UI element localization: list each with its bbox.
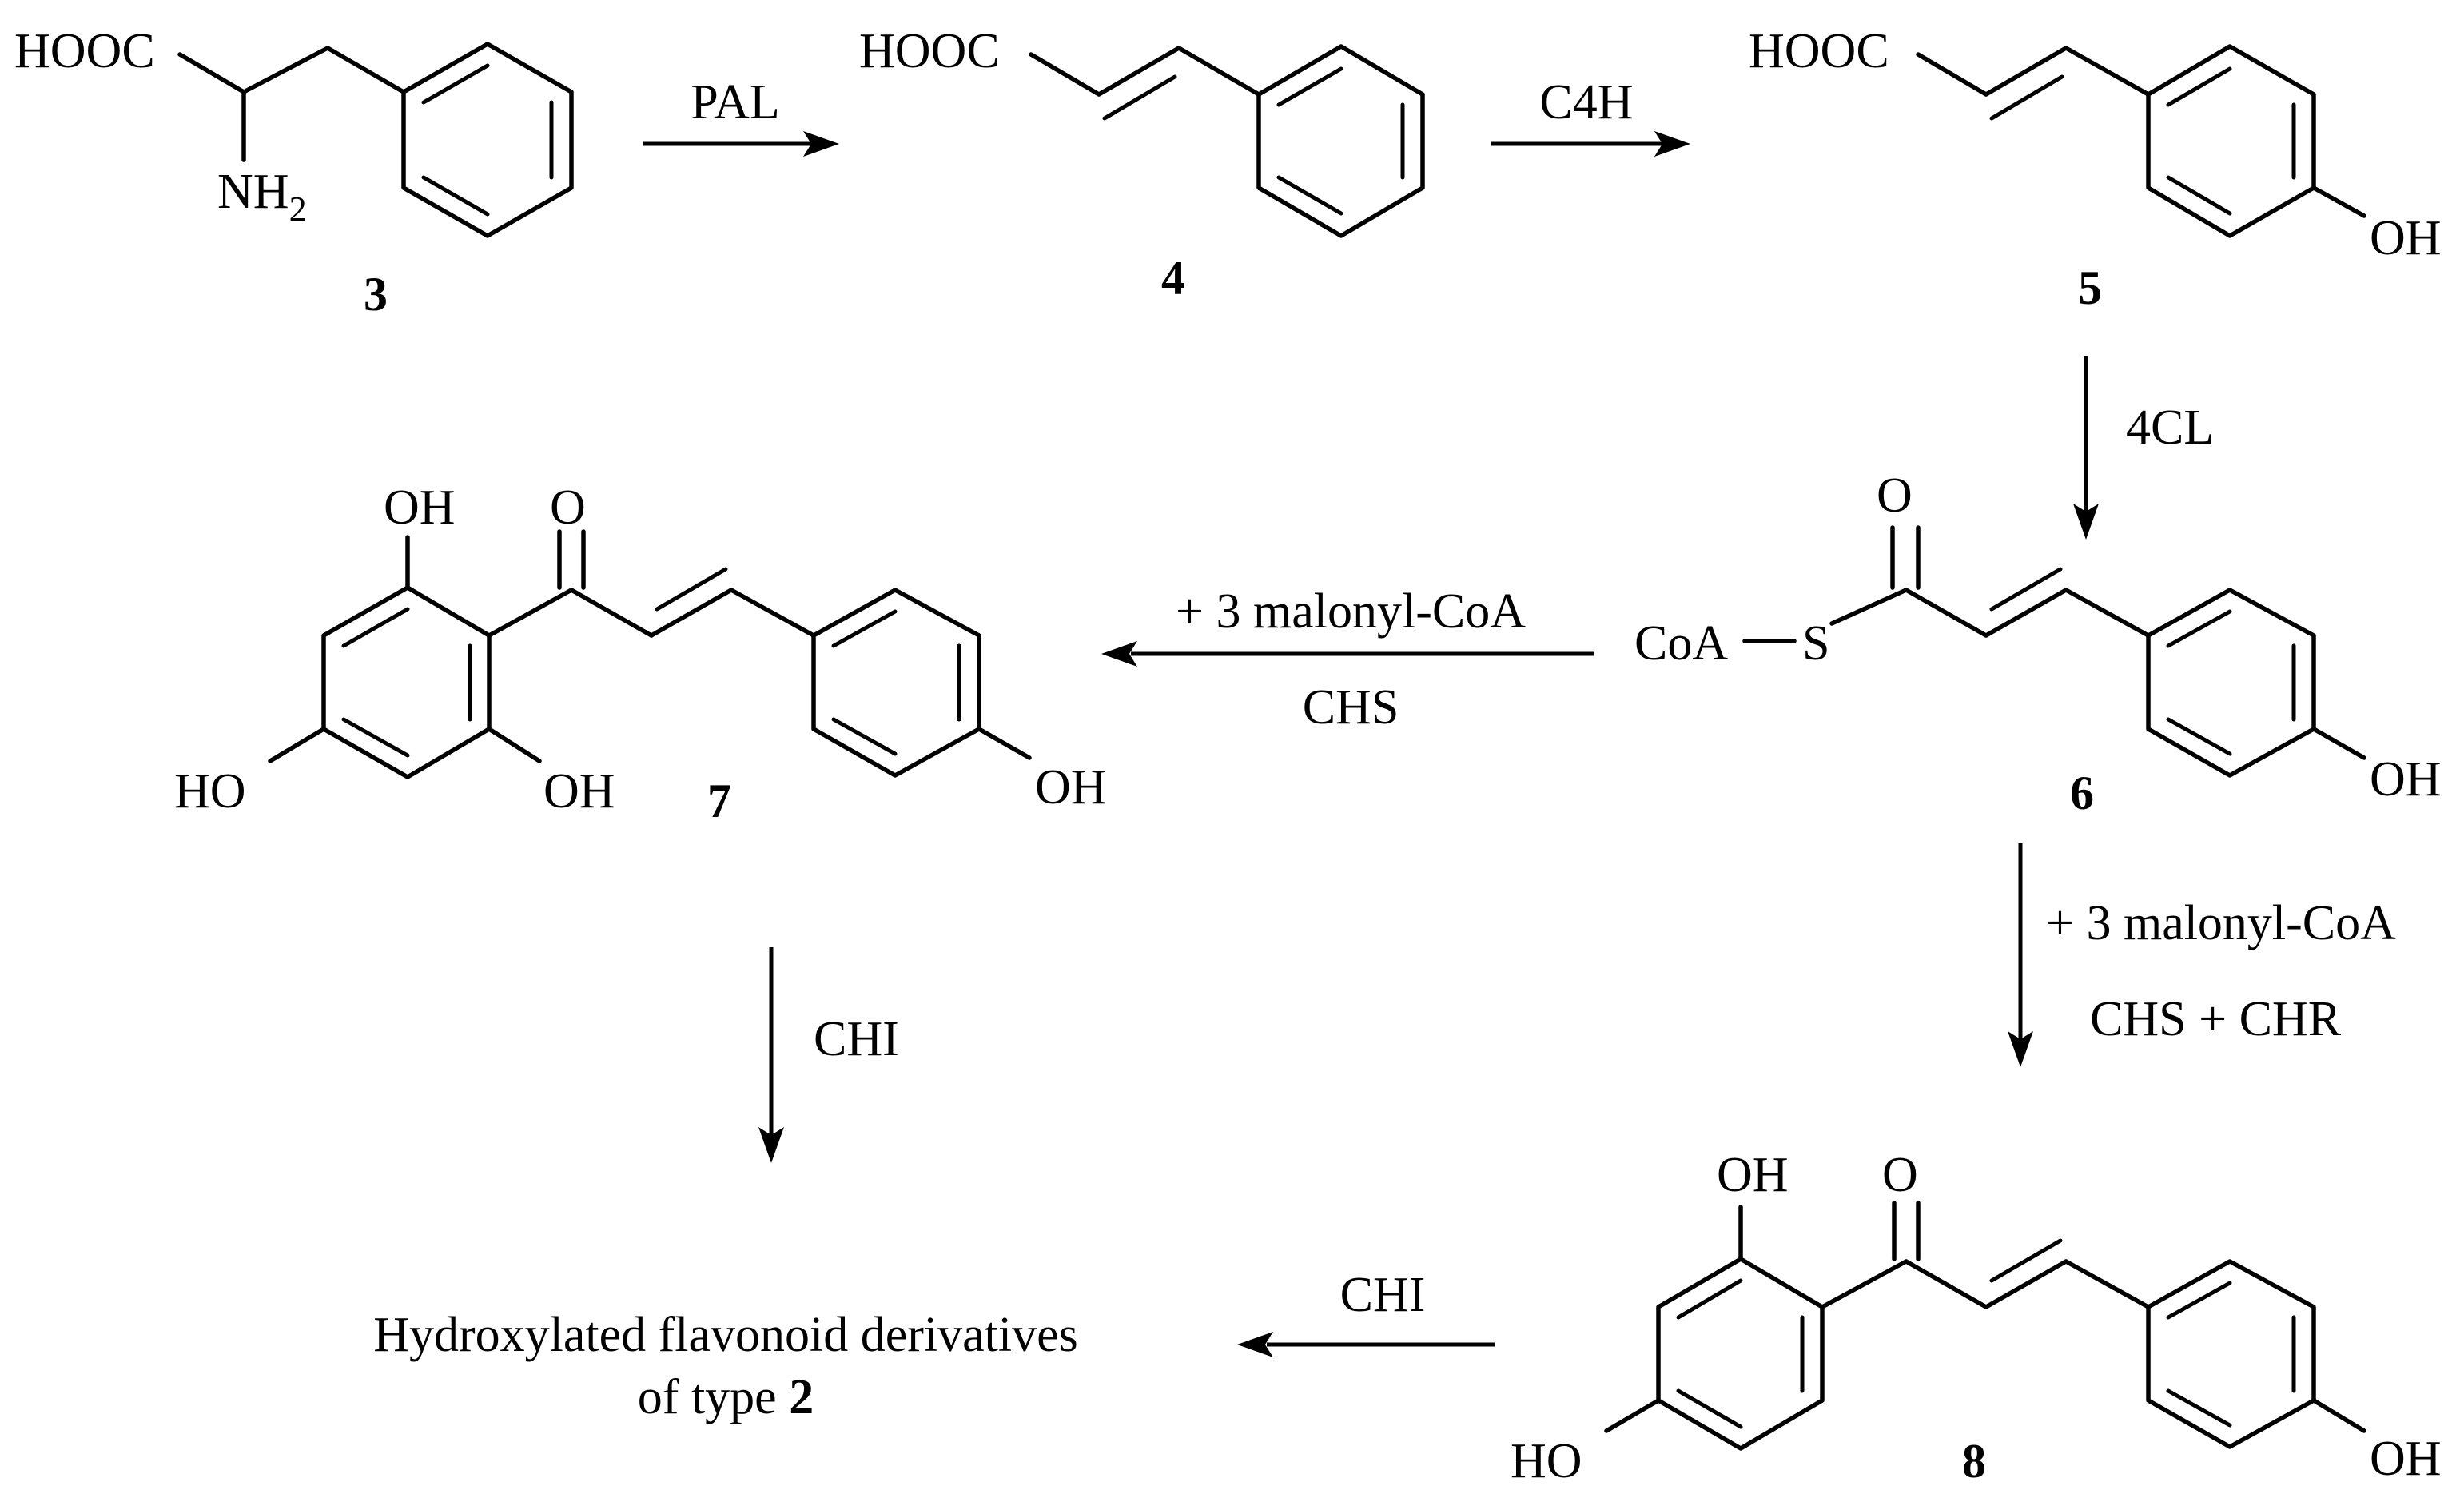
carbonyl-o-label: O bbox=[550, 480, 586, 535]
oh-label: OH bbox=[384, 480, 456, 535]
chi-label: CHI bbox=[814, 1012, 899, 1066]
arrow-chs-chr: + 3 malonyl-CoA CHS + CHR bbox=[2008, 843, 2396, 1067]
compound-4-number: 4 bbox=[1161, 252, 1185, 305]
oh-label: OH bbox=[2370, 1432, 2442, 1486]
hooc-label: HOOC bbox=[14, 24, 155, 78]
compound-7-number: 7 bbox=[707, 775, 731, 827]
compound-4-bonds bbox=[1029, 44, 1425, 238]
oh-label: OH bbox=[2370, 752, 2442, 807]
compound-6-number: 6 bbox=[2070, 767, 2094, 819]
chs-label: CHS bbox=[1303, 680, 1399, 735]
compound-6-bonds bbox=[1742, 525, 2366, 778]
arrow-pal: PAL bbox=[643, 75, 839, 157]
hooc-label: HOOC bbox=[1749, 24, 1889, 78]
compound-3-bonds bbox=[177, 42, 574, 238]
compound-3-structure: HOOC NH2 3 bbox=[14, 24, 574, 321]
coa-label: CoA bbox=[1634, 616, 1728, 671]
ho-label: HO bbox=[174, 764, 246, 819]
compound-6-structure: CoA S O OH 6 bbox=[1634, 468, 2442, 819]
arrow-chi-bottom: CHI bbox=[1237, 1268, 1495, 1357]
oh-label: OH bbox=[1035, 760, 1107, 815]
compound-8-structure: OH O HO OH 8 bbox=[1511, 1148, 2442, 1488]
chi-label: CHI bbox=[1340, 1268, 1426, 1322]
compound-4-structure: HOOC 4 bbox=[859, 24, 1425, 305]
sulfur-label: S bbox=[1802, 616, 1829, 671]
compound-7-bonds bbox=[268, 529, 1032, 779]
arrow-chs: + 3 malonyl-CoA CHS bbox=[1101, 584, 1594, 735]
ho-label: HO bbox=[1511, 1434, 1582, 1488]
oh-label: OH bbox=[543, 764, 615, 819]
arrow-c4h: C4H bbox=[1491, 75, 1690, 157]
arrow-4cl: 4CL bbox=[2073, 356, 2214, 540]
nh2-label: NH2 bbox=[217, 165, 307, 229]
compound-8-number: 8 bbox=[1962, 1435, 1986, 1488]
malonyl-coa-label: + 3 malonyl-CoA bbox=[2046, 896, 2396, 950]
compound-8-bonds bbox=[1604, 1201, 2366, 1451]
product-line-1: Hydroxylated flavonoid derivatives bbox=[373, 1308, 1078, 1362]
chs-chr-label: CHS + CHR bbox=[2090, 992, 2342, 1046]
compound-7-structure: OH O HO OH OH bbox=[174, 480, 1107, 827]
oh-label: OH bbox=[2370, 211, 2442, 265]
compound-5-bonds bbox=[1916, 44, 2366, 238]
malonyl-coa-label: + 3 malonyl-CoA bbox=[1176, 584, 1526, 639]
hooc-label: HOOC bbox=[859, 24, 1000, 78]
carbonyl-o-label: O bbox=[1882, 1148, 1918, 1202]
c4h-label: C4H bbox=[1539, 75, 1633, 129]
compound-5-number: 5 bbox=[2078, 261, 2102, 314]
product-caption: Hydroxylated flavonoid derivatives of ty… bbox=[373, 1308, 1078, 1424]
pal-label: PAL bbox=[691, 75, 779, 129]
4cl-label: 4CL bbox=[2126, 400, 2214, 455]
carbonyl-o-label: O bbox=[1877, 468, 1913, 523]
compound-5-structure: HOOC OH 5 bbox=[1749, 24, 2442, 314]
oh-label: OH bbox=[1717, 1148, 1789, 1202]
product-line-2: of type 2 bbox=[638, 1370, 814, 1424]
arrow-chi-left: CHI bbox=[758, 947, 899, 1163]
compound-3-number: 3 bbox=[364, 268, 388, 321]
